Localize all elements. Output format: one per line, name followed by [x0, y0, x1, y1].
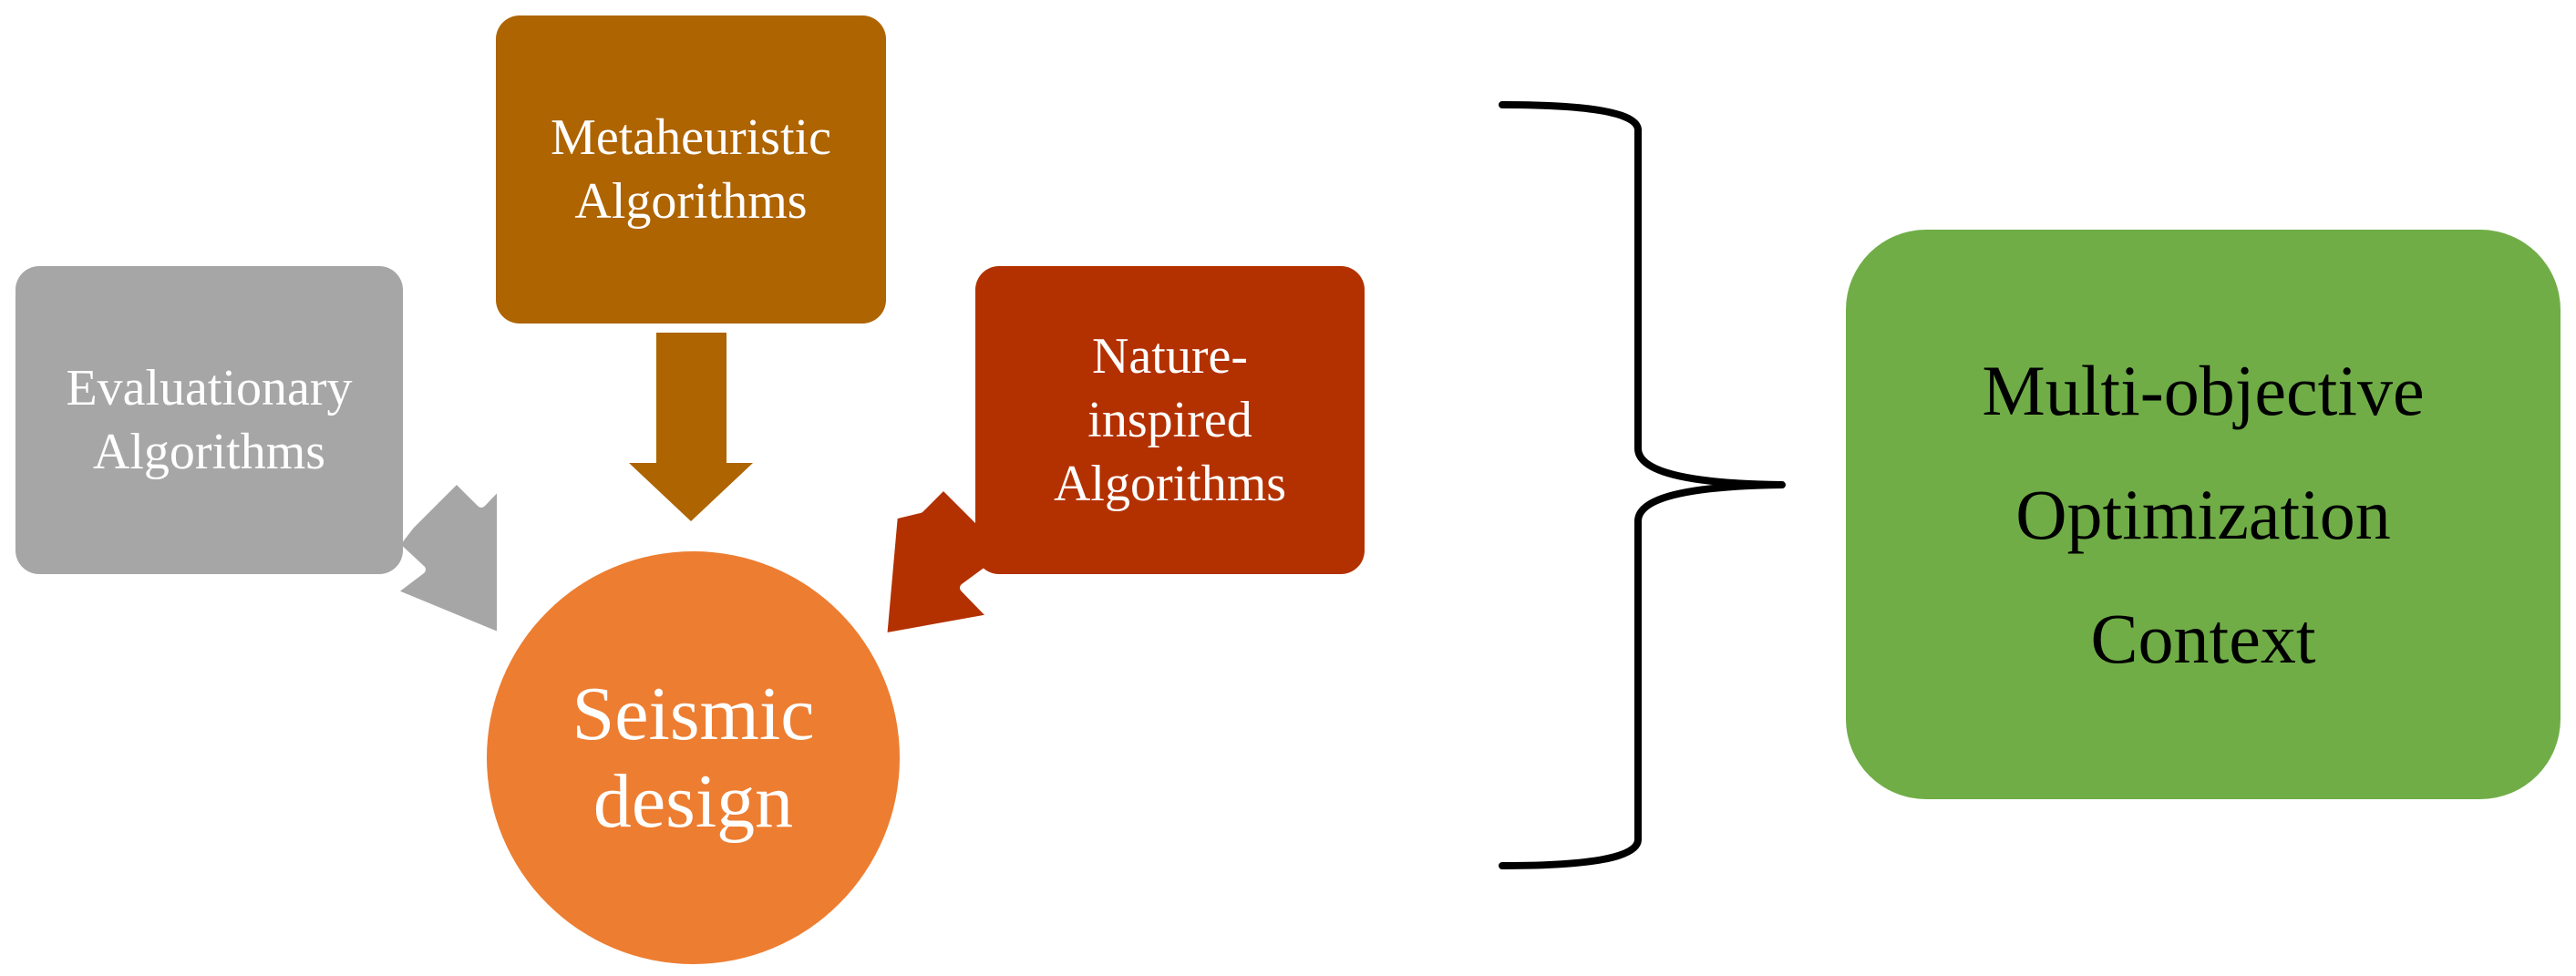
curly-brace [1499, 101, 1786, 869]
evolutionary-algorithms-node: Evaluationary Algorithms [15, 266, 403, 574]
metaheuristic-algorithms-node: Metaheuristic Algorithms [496, 15, 886, 324]
arrow-nature-to-seismic [878, 480, 1000, 642]
nature-inspired-algorithms-node: Nature- inspired Algorithms [975, 266, 1365, 574]
arrow-evolutionary-to-seismic [386, 474, 506, 642]
seismic-design-node: Seismic design [487, 551, 900, 964]
multi-objective-optimization-context-node: Multi-objective Optimization Context [1846, 230, 2561, 799]
arrow-metaheuristic-to-seismic [629, 333, 753, 521]
